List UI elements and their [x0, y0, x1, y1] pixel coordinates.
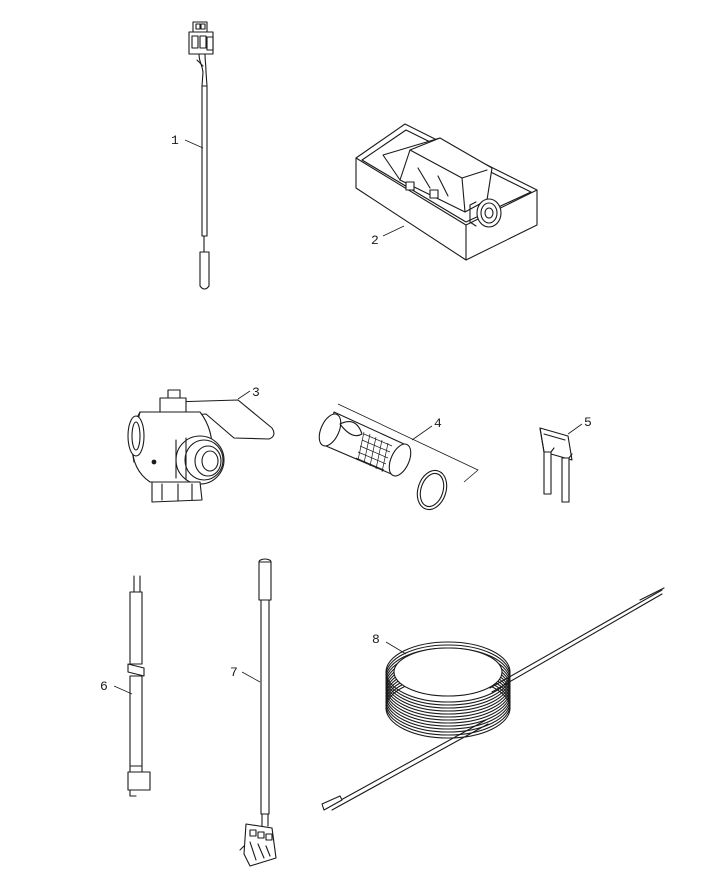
part-7-leader — [241, 671, 261, 683]
part-4-leader — [411, 425, 433, 441]
sensor-cable-icon — [188, 21, 214, 290]
strainer-mesh — [355, 431, 393, 473]
ball-valve-icon — [127, 389, 275, 503]
part-8-label: 8 — [372, 632, 380, 647]
part-3-leader — [237, 390, 251, 400]
part-2-leader — [382, 225, 405, 237]
part-2-label: 2 — [371, 233, 379, 248]
housing-box-icon — [355, 123, 538, 261]
sensor-probe-icon — [239, 558, 277, 867]
coiled-capillary-icon — [321, 587, 665, 811]
part-3-label: 3 — [252, 385, 260, 400]
cable-with-plug-icon — [127, 575, 151, 797]
strainer-icon — [318, 403, 479, 511]
part-6-label: 6 — [100, 679, 108, 694]
part-6-leader — [113, 685, 133, 695]
part-1-label: 1 — [171, 133, 179, 148]
part-8-leader — [385, 641, 407, 655]
part-7-label: 7 — [230, 665, 238, 680]
part-5-leader — [567, 423, 583, 435]
capillary-coil — [385, 641, 511, 739]
part-4-label: 4 — [434, 416, 442, 431]
jumper-bridge-icon — [539, 427, 573, 503]
part-5-label: 5 — [584, 415, 592, 430]
part-1-leader — [184, 139, 204, 149]
